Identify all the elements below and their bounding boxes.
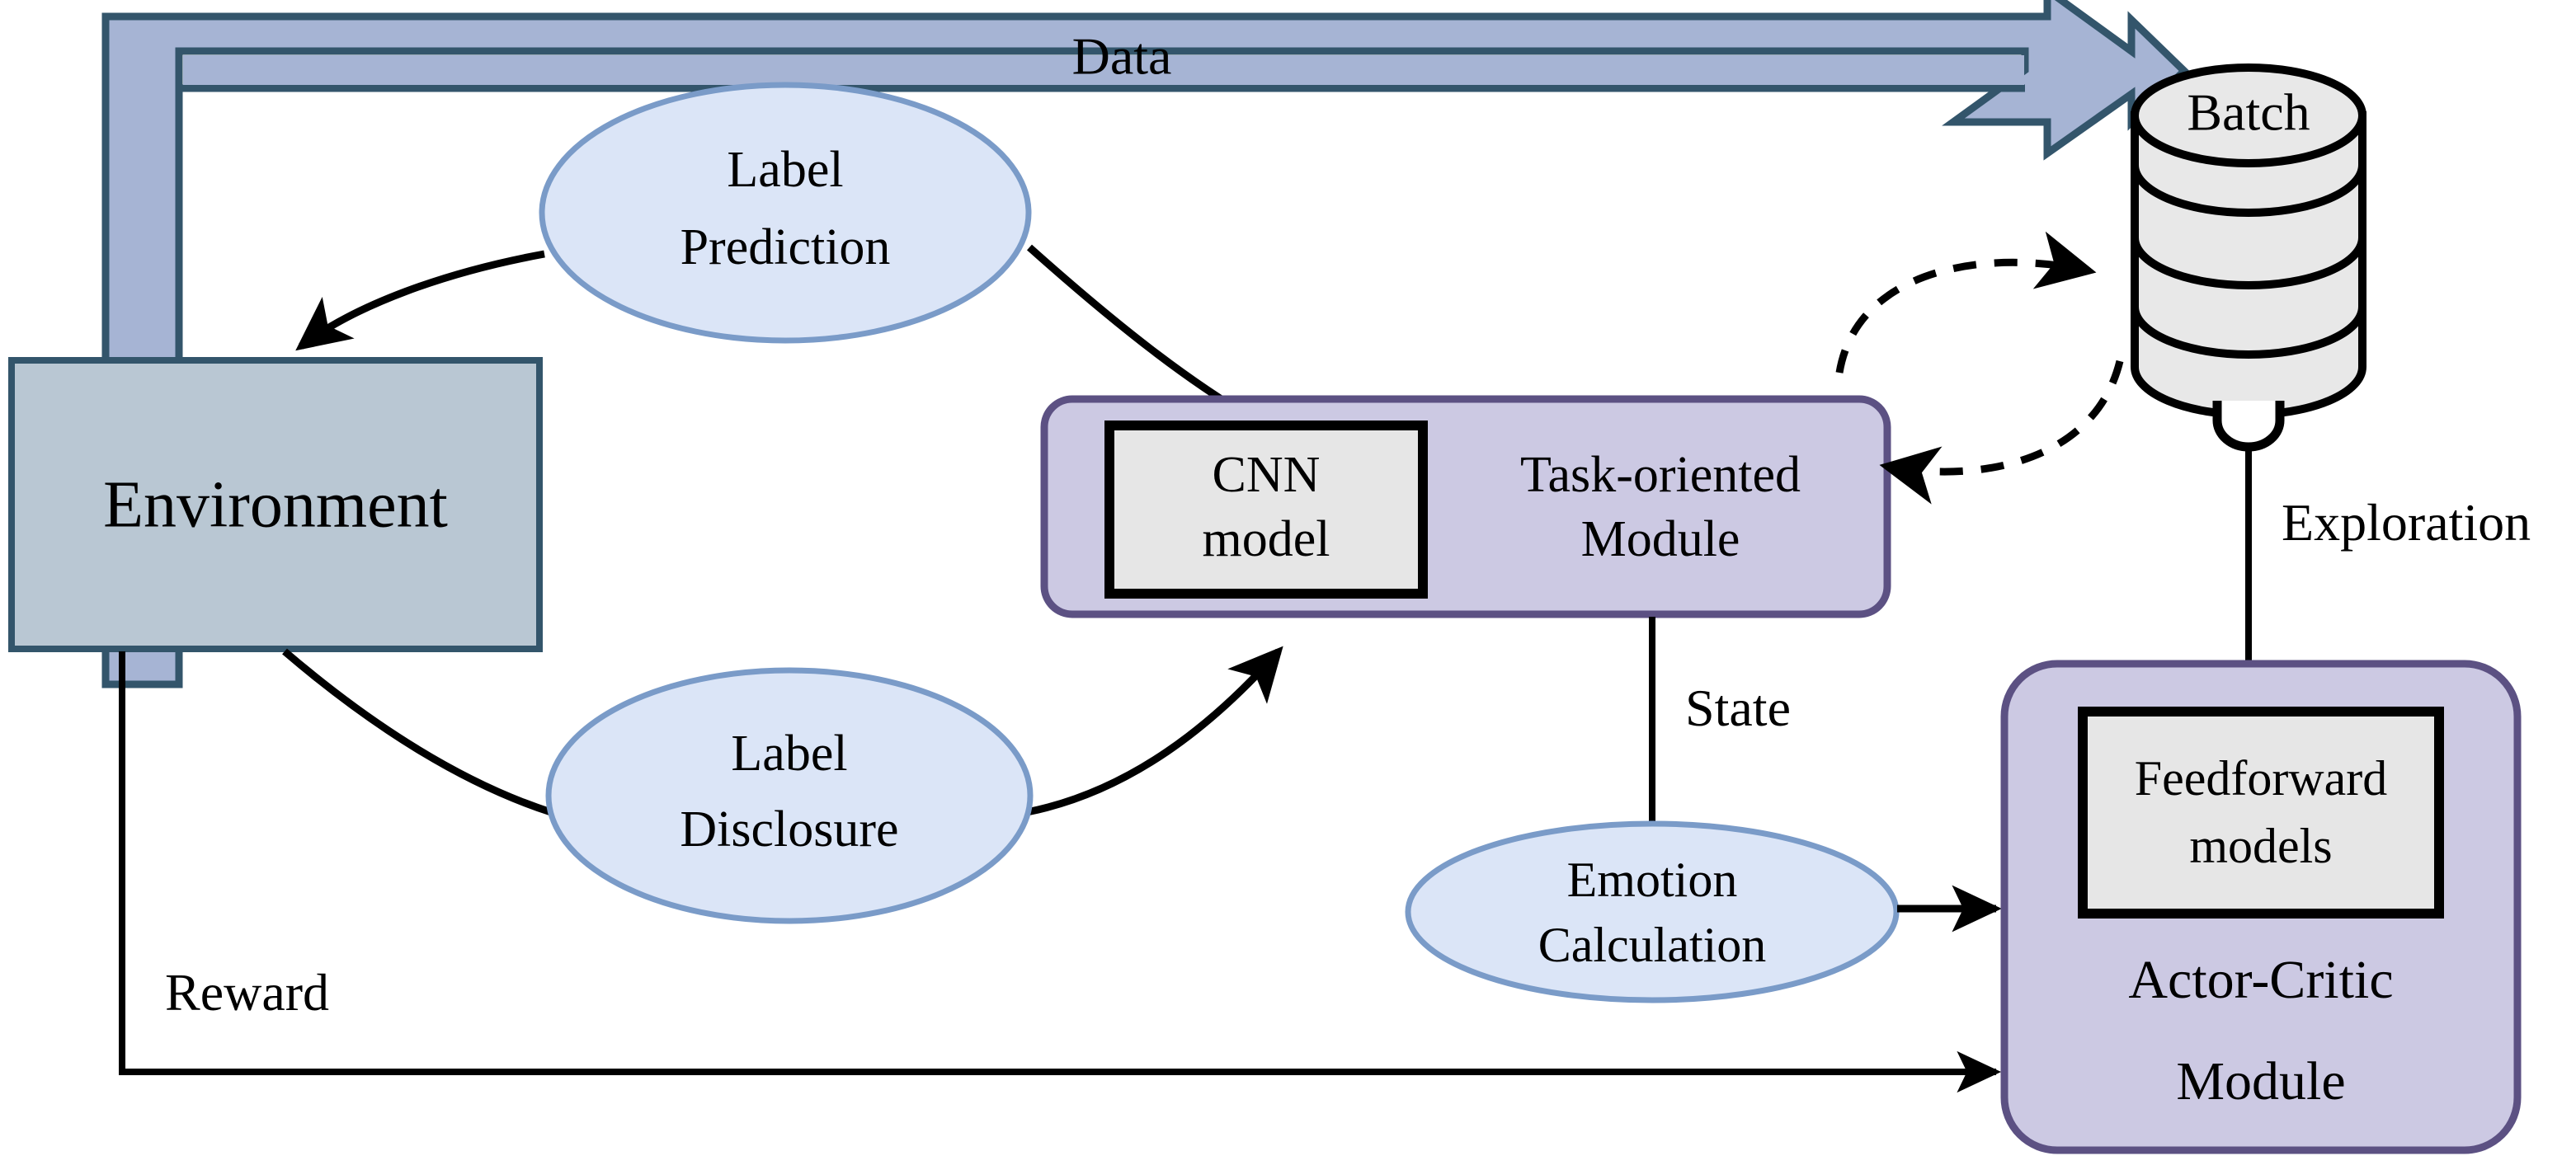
edge-reward-line [119,651,2002,1093]
node-emotion-calculation[interactable]: Emotion Calculation [1405,820,1900,1003]
actor-critic-line2: Module [2176,1051,2345,1111]
cnn-model-line2: model [1203,511,1330,567]
edge-label-reward: Reward [165,963,329,1022]
node-actor-critic-module[interactable]: Feedforward models Actor-Critic Module [2000,660,2522,1154]
emotion-calculation-ellipse[interactable] [1405,820,1900,1003]
edge-label-prediction-to-environment [295,250,545,351]
edge-label-exploration: Exploration [2282,493,2531,552]
batch-cylinder-band-3 [2131,306,2366,359]
node-label-disclosure[interactable]: Label Disclosure [545,667,1034,924]
task-oriented-line1: Task-oriented [1520,447,1801,503]
data-arrow-band-fill [183,55,2024,85]
edge-environment-to-label-disclosure [282,648,553,816]
cnn-model-line1: CNN [1213,447,1321,503]
label-prediction-line2: Prediction [680,219,891,275]
edge-label-data: Data [1072,27,1172,86]
environment-box[interactable] [8,357,543,652]
emotion-line1: Emotion [1567,853,1738,907]
node-batch-database[interactable]: Batch [2131,63,2366,452]
environment-label: Environment [103,468,448,541]
batch-spigot [2212,401,2285,452]
label-prediction-line1: Label [727,142,843,198]
label-disclosure-line2: Disclosure [680,801,898,858]
batch-sync-dashed-loop [1835,231,2124,505]
data-flow-block-arrow: Data [101,0,2190,688]
edge-label-disclosure-to-task [1026,646,1283,816]
actor-critic-line1: Actor-Critic [2128,950,2393,1010]
label-disclosure-ellipse[interactable] [545,667,1034,924]
batch-cylinder-top[interactable] [2131,63,2366,167]
batch-label: Batch [2187,83,2310,142]
label-prediction-ellipse[interactable] [539,82,1032,344]
task-oriented-line2: Module [1581,511,1740,567]
label-disclosure-line1: Label [731,726,847,782]
edge-label-state: State [1685,679,1791,737]
cnn-model-box[interactable] [1104,421,1428,599]
feedforward-line2: models [2189,819,2332,873]
node-task-oriented-module[interactable]: CNN model Task-oriented Module [1040,395,1891,618]
feedforward-line1: Feedforward [2135,751,2388,806]
batch-cylinder-band-2 [2131,237,2366,289]
edge-task-to-batch-dashed [1835,231,2097,374]
node-environment[interactable]: Environment [8,357,543,652]
edge-batch-to-task-dashed [1879,359,2124,505]
data-arrow-shape [101,0,2190,688]
batch-cylinder-band-1 [2131,164,2366,217]
feedforward-models-box[interactable] [2078,707,2444,919]
node-label-prediction[interactable]: Label Prediction [539,82,1032,344]
emotion-line2: Calculation [1538,918,1767,972]
